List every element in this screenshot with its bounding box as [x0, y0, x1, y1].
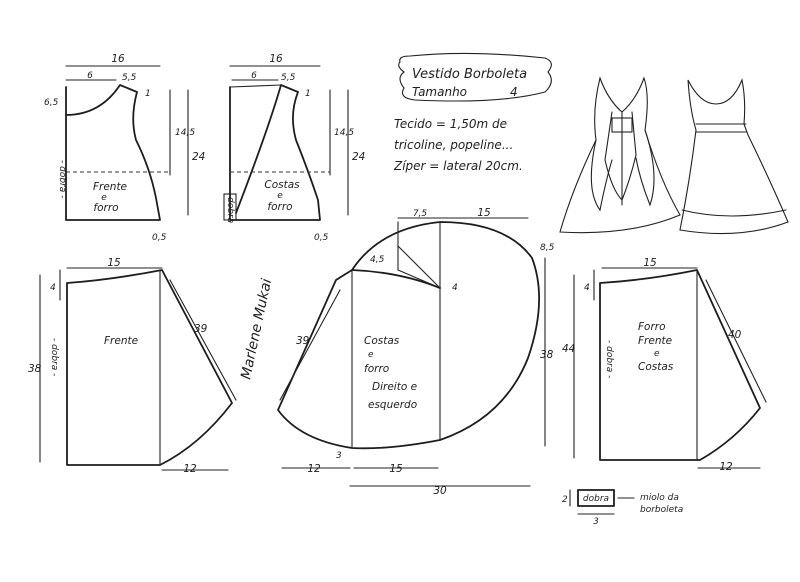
bodice-front-hem-offset: 0,5 [152, 233, 167, 243]
skirt-front-side: 39 [194, 323, 208, 335]
bodice-back-hem-offset: 0,5 [314, 233, 329, 243]
skirt-back-bottom-a: 12 [307, 463, 321, 475]
skirt-back-corner: 3 [336, 451, 342, 461]
bodice-front-armhole: 14,5 [175, 128, 195, 138]
bow-fold: dobra [583, 494, 609, 504]
lining-label-3: e [654, 349, 660, 359]
skirt-back-label-5: esquerdo [368, 399, 417, 411]
skirt-back-label-4: Direito e [372, 381, 417, 393]
lining-hem-ext: 12 [719, 461, 733, 473]
lining-fold: - dobra - [604, 340, 614, 378]
bodice-back-label-3: forro [267, 201, 292, 213]
bodice-front-fold: - dobra - [57, 160, 67, 198]
bow-note-1: miolo da [640, 493, 679, 503]
bodice-front-width: 16 [111, 53, 125, 65]
skirt-back-length: 38 [540, 349, 554, 361]
bodice-back-neck: 6 [251, 71, 257, 81]
skirt-back-side: 39 [296, 335, 310, 347]
skirt-back-total: 30 [433, 485, 447, 497]
bow-note-2: borboleta [640, 505, 683, 515]
lining-label-4: Costas [638, 361, 674, 373]
bodice-front-label-2: e [101, 193, 107, 203]
bodice-front-piece: 16 6 5,5 1 6,5 14,5 24 0,5 - dobra - Fre… [44, 53, 205, 243]
skirt-back-label-1: Costas [364, 335, 400, 347]
bodice-back-length: 24 [352, 151, 365, 163]
lining-side: 40 [728, 329, 742, 341]
bodice-front-label-1: Frente [93, 181, 127, 193]
fabric-line-3: Zíper = lateral 20cm. [393, 159, 523, 173]
bodice-back-drop: 1 [305, 89, 311, 99]
lining-top: 15 [643, 257, 657, 269]
bodice-front-neck: 6 [87, 71, 93, 81]
bodice-back-fold: dobra [225, 197, 235, 223]
skirt-back-notch: 4,5 [370, 255, 385, 265]
fabric-line-1: Tecido = 1,50m de [394, 117, 507, 131]
skirt-front-length: 38 [28, 363, 42, 375]
skirt-back-top-b: 15 [477, 207, 491, 219]
bodice-front-length: 24 [192, 151, 205, 163]
dress-illustration [559, 76, 789, 235]
skirt-front-drop: 4 [50, 283, 56, 293]
bow-center-piece: dobra 2 3 miolo da borboleta [562, 489, 683, 527]
skirt-back-label-2: e [368, 350, 374, 360]
bodice-back-label-1: Costas [264, 179, 300, 191]
lining-label-2: Frente [638, 335, 672, 347]
title-line-1: Vestido Borboleta [412, 67, 527, 82]
skirt-front-piece: 15 4 39 38 12 - dobra - Frente [28, 257, 237, 475]
title-size: 4 [510, 85, 518, 99]
skirt-front-label: Frente [104, 335, 138, 347]
title-block: Vestido Borboleta Tamanho 4 Tecido = 1,5… [393, 52, 552, 173]
bow-height: 2 [562, 495, 568, 505]
bodice-front-label-3: forro [93, 202, 118, 214]
bodice-front-shoulder: 5,5 [122, 73, 137, 83]
bodice-back-piece: 16 6 5,5 1 14,5 24 0,5 dobra Costas e fo… [223, 53, 365, 243]
bow-width: 3 [593, 517, 599, 527]
skirt-back-drop: 4 [452, 283, 458, 293]
bodice-back-label-2: e [277, 191, 283, 201]
skirt-back-label-3: forro [364, 363, 389, 375]
bodice-back-shoulder: 5,5 [281, 73, 296, 83]
signature: Marlene Mukai [238, 277, 275, 381]
fabric-line-2: tricoline, popeline... [394, 138, 513, 152]
skirt-back-right-top: 8,5 [540, 243, 555, 253]
bodice-back-width: 16 [269, 53, 283, 65]
skirt-back-piece: 7,5 15 8,5 4,5 4 39 38 3 12 15 30 Costas… [277, 207, 555, 497]
lining-label-1: Forro [638, 321, 666, 333]
lining-length: 44 [562, 343, 575, 355]
bodice-front-drop: 1 [145, 89, 151, 99]
skirt-back-bottom-b: 15 [389, 463, 403, 475]
lining-drop: 4 [584, 283, 590, 293]
title-line-2: Tamanho [412, 85, 467, 99]
lining-piece: 15 4 40 44 12 - dobra - Forro Frente e C… [562, 257, 767, 473]
skirt-back-top-a: 7,5 [413, 209, 428, 219]
skirt-front-fold: - dobra - [49, 338, 59, 376]
skirt-front-hem-ext: 12 [183, 463, 197, 475]
bodice-back-armhole: 14,5 [334, 128, 354, 138]
skirt-front-top: 15 [107, 257, 121, 269]
bodice-front-neck-depth: 6,5 [44, 98, 59, 108]
